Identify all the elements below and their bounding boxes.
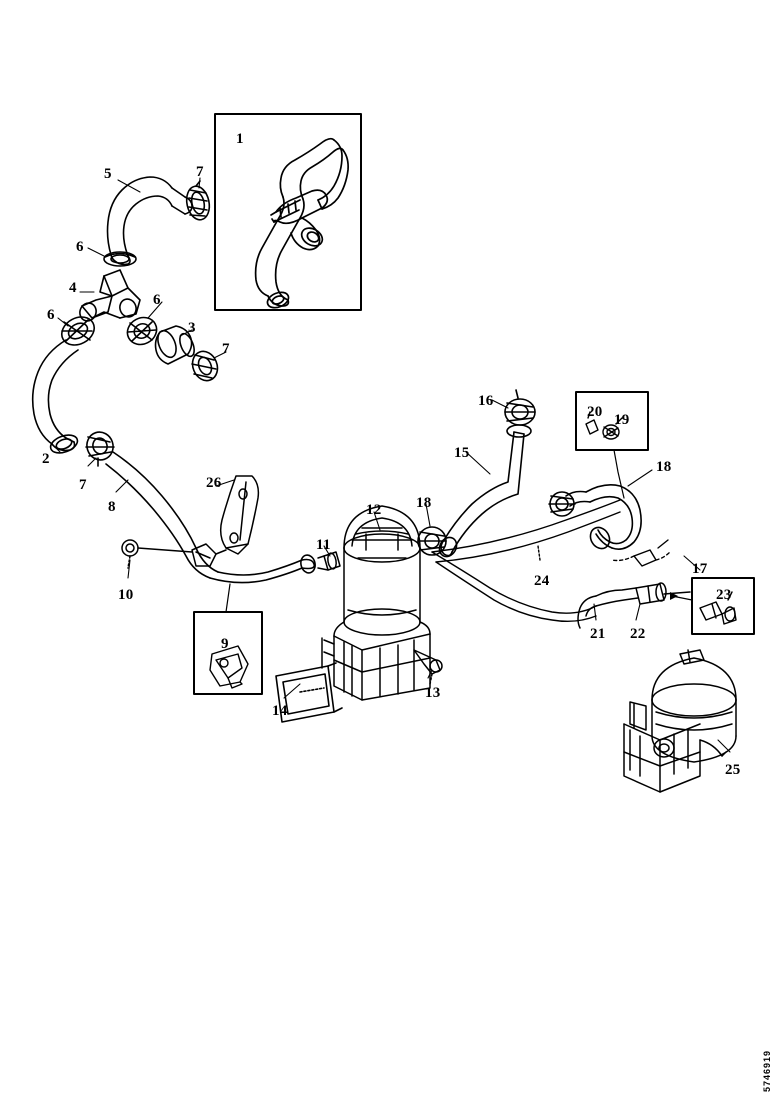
bracket-detail-9 <box>209 645 249 689</box>
callout-7: 7 <box>196 164 204 180</box>
hose-8 <box>105 451 316 584</box>
callout-18: 18 <box>656 459 672 475</box>
clamp-18-right <box>548 491 576 517</box>
callout-15: 15 <box>454 445 470 461</box>
callout-6: 6 <box>47 307 55 323</box>
clip-17 <box>611 539 671 567</box>
callout-22: 22 <box>630 626 646 642</box>
callout-12: 12 <box>366 502 382 518</box>
leader-lines <box>51 177 731 753</box>
bolt-10 <box>121 539 193 569</box>
clamp-6-top <box>103 251 137 267</box>
callout-11: 11 <box>316 537 331 553</box>
callout-7: 7 <box>222 341 230 357</box>
callout-4: 4 <box>69 280 77 296</box>
hose-15 <box>438 424 532 558</box>
clamp-16 <box>504 389 536 426</box>
detail-box-9 <box>193 611 263 695</box>
callout-7: 7 <box>79 477 87 493</box>
filter-head-12 <box>321 505 431 701</box>
hose-detail-1 <box>254 137 349 309</box>
callout-17: 17 <box>692 561 708 577</box>
hose-2 <box>31 339 79 454</box>
detail-box-20 <box>575 391 649 451</box>
filter-assembly-25 <box>623 649 737 793</box>
callout-3: 3 <box>188 320 196 336</box>
clamp-7-upper <box>185 180 211 221</box>
callout-21: 21 <box>590 626 606 642</box>
callout-24: 24 <box>534 573 550 589</box>
leader-box-20 <box>613 449 625 499</box>
sleeve-3 <box>154 325 195 365</box>
drain-13 <box>413 649 443 685</box>
hose-2-end <box>49 434 79 454</box>
detail-box-23 <box>691 577 755 635</box>
callout-5: 5 <box>104 166 112 182</box>
callout-14: 14 <box>272 703 288 719</box>
tee-fitting-4 <box>79 269 141 322</box>
callout-6: 6 <box>76 239 84 255</box>
clamp-6-right <box>126 316 158 346</box>
hose-18-right <box>565 484 642 550</box>
junction-block <box>191 543 227 567</box>
washer-19-detail <box>602 417 623 440</box>
fitting-23-detail <box>699 591 737 625</box>
callout-6: 6 <box>153 292 161 308</box>
hose-21-22 <box>577 582 691 629</box>
clamp-6-left <box>60 316 96 346</box>
callout-1: 1 <box>236 131 244 147</box>
clamp-7-lower <box>85 431 115 467</box>
gasket-14 <box>275 662 343 723</box>
screw-20-detail <box>585 411 599 435</box>
callout-8: 8 <box>108 499 116 515</box>
feed-line-24 <box>431 499 621 623</box>
clamp-7-right <box>191 350 219 382</box>
callout-16: 16 <box>478 393 494 409</box>
callout-19: 19 <box>614 412 630 428</box>
callout-10: 10 <box>118 587 134 603</box>
detail-box-1 <box>214 113 362 311</box>
inlet-port-11 <box>317 551 341 571</box>
callout-23: 23 <box>716 587 732 603</box>
callout-18: 18 <box>416 495 432 511</box>
drawing-code: 5746919 <box>762 1049 772 1092</box>
callout-9: 9 <box>221 636 229 652</box>
clamp-18-head <box>417 526 447 556</box>
hose-5-assembly <box>103 176 193 267</box>
callout-25: 25 <box>725 762 741 778</box>
callout-13: 13 <box>425 685 441 701</box>
callout-20: 20 <box>587 404 603 420</box>
callout-2: 2 <box>42 451 50 467</box>
callout-26: 26 <box>206 475 222 491</box>
leader-box-9 <box>225 583 231 613</box>
bracket-26 <box>219 475 260 555</box>
